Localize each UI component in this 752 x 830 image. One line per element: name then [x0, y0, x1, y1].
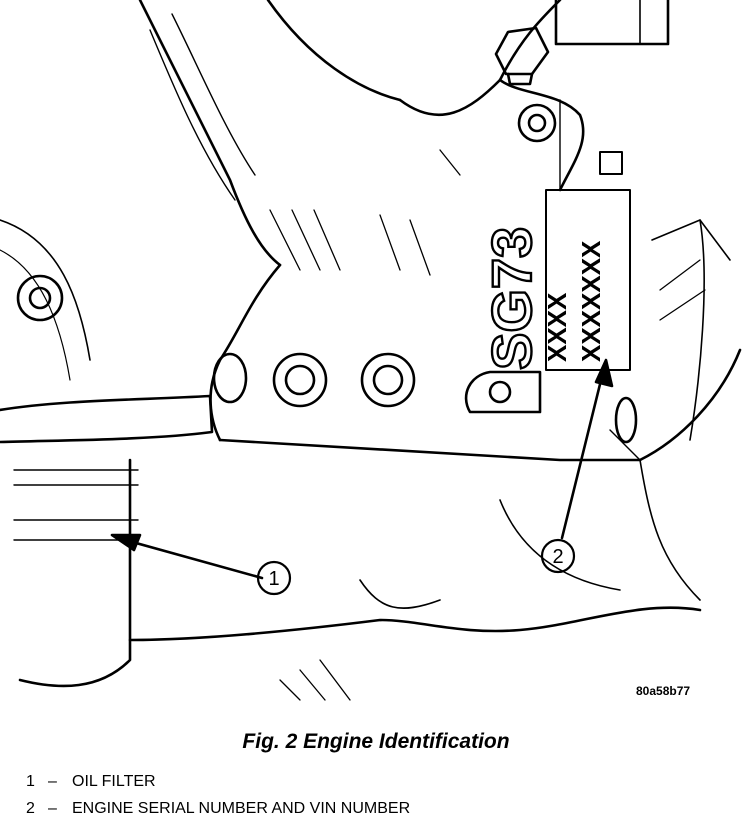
legend: 1–OIL FILTER 2–ENGINE SERIAL NUMBER AND … — [26, 768, 410, 822]
port-holes — [212, 352, 638, 444]
legend-dash: – — [48, 773, 57, 790]
callout-arrow-1 — [110, 533, 264, 580]
lower-tab — [464, 370, 542, 414]
legend-item: 1–OIL FILTER — [26, 768, 410, 795]
upper-housing — [138, 0, 562, 267]
legend-item: 2–ENGINE SERIAL NUMBER AND VIN NUMBER — [26, 795, 410, 822]
legend-text: OIL FILTER — [72, 773, 156, 790]
id-tag-line-1: XXXX — [542, 292, 572, 362]
id-tag-line-2: XXXXXXX — [576, 240, 606, 362]
figure-code: 80a58b77 — [636, 684, 691, 698]
engine-cast-label: SG73 — [480, 227, 543, 370]
engine-block — [18, 78, 742, 688]
legend-number: 1 — [26, 773, 35, 790]
oil-filter — [0, 219, 214, 541]
callout-number-1: 1 — [268, 568, 279, 590]
callout-circle-2 — [540, 538, 576, 574]
legend-dash: – — [48, 800, 57, 817]
callout-circle-1 — [256, 560, 292, 596]
figure-caption: Fig. 2 Engine Identification — [242, 730, 510, 753]
engine-identification-diagram: SG73 XXXX XXXXXXX 1 2 — [0, 0, 742, 701]
callout-arrow-2 — [560, 358, 614, 540]
legend-text: ENGINE SERIAL NUMBER AND VIN NUMBER — [72, 800, 411, 817]
top-bolt — [494, 26, 550, 86]
callout-number-2: 2 — [552, 546, 563, 568]
legend-number: 2 — [26, 800, 35, 817]
top-block — [554, 0, 670, 46]
